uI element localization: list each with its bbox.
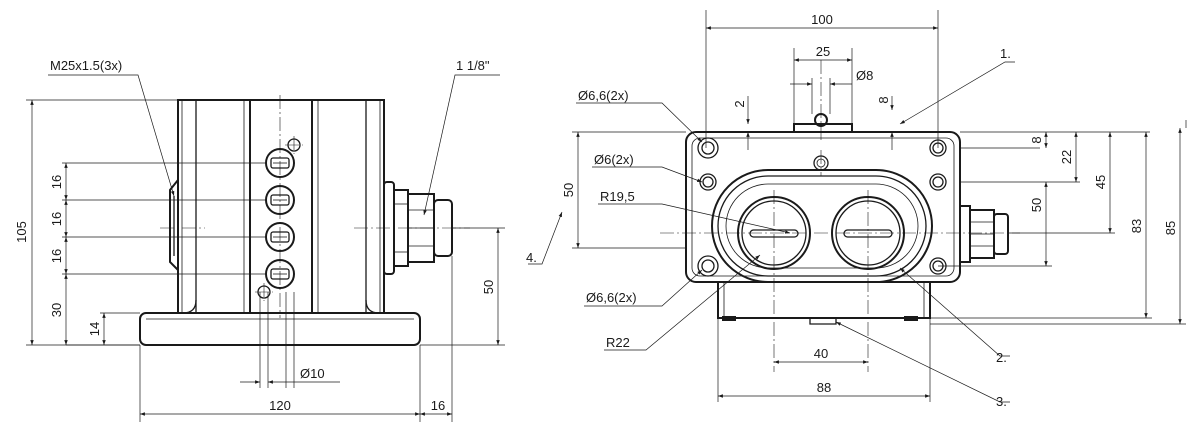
d14-label: 14: [87, 322, 102, 336]
callout-1: 1.: [1000, 46, 1011, 61]
side-body: [177, 99, 385, 314]
d85-label: 85: [1163, 221, 1178, 235]
pitch-b-label: 16: [49, 212, 64, 226]
d8-top-label: 8: [876, 96, 891, 103]
pin-label: Ø8: [856, 68, 873, 83]
d83-label: 83: [1129, 219, 1144, 233]
d50-right-label: 50: [1029, 198, 1044, 212]
pitch-c-label: 16: [49, 249, 64, 263]
d88-label: 88: [817, 380, 831, 395]
side-center-panel: [249, 99, 313, 314]
front-lens: [169, 179, 179, 271]
holes-b-label: Ø6(2x): [594, 152, 634, 167]
front-lower-body: [717, 281, 931, 319]
top-width-label: 100: [811, 12, 833, 27]
callout-2: 2.: [996, 350, 1007, 365]
front-cable-gland: [959, 205, 1009, 263]
d22-label: 22: [1059, 150, 1074, 164]
width-base-label: 120: [269, 398, 291, 413]
hole-side-label: Ø10: [300, 366, 325, 381]
corner-holes: [697, 137, 947, 277]
callout-3: 3.: [996, 394, 1007, 409]
callout-4: 4.: [526, 250, 537, 265]
d8-right-label: 8: [1029, 136, 1044, 143]
pitch-a-label: 16: [49, 175, 64, 189]
oval-face: [711, 169, 933, 283]
holes-c-label: Ø6,6(2x): [586, 290, 637, 305]
front-view: 100 25 Ø8 2 8 Ø6,6(2x) Ø6(2x) R19,5 50 Ø…: [526, 10, 1187, 409]
d50-side-label: 50: [481, 280, 496, 294]
d45-label: 45: [1093, 175, 1108, 189]
holes-a-label: Ø6,6(2x): [578, 88, 629, 103]
r195-label: R19,5: [600, 189, 635, 204]
d16-bottom-label: 16: [431, 398, 445, 413]
side-view: M25x1.5(3x) 1 1/8" 105 16 16 16 30 14 50…: [14, 58, 505, 422]
d40-label: 40: [814, 346, 828, 361]
thread-leader: [48, 74, 175, 197]
d50-front-label: 50: [561, 183, 576, 197]
d30-label: 30: [49, 303, 64, 317]
front-housing: [685, 131, 961, 283]
pipe-label: 1 1/8": [456, 58, 490, 73]
r22-label: R22: [606, 335, 630, 350]
thread-label: M25x1.5(3x): [50, 58, 122, 73]
height-total-label: 105: [14, 221, 29, 243]
d2-label: 2: [732, 100, 747, 107]
pipe-leader: [423, 74, 500, 216]
d25-label: 25: [816, 44, 830, 59]
